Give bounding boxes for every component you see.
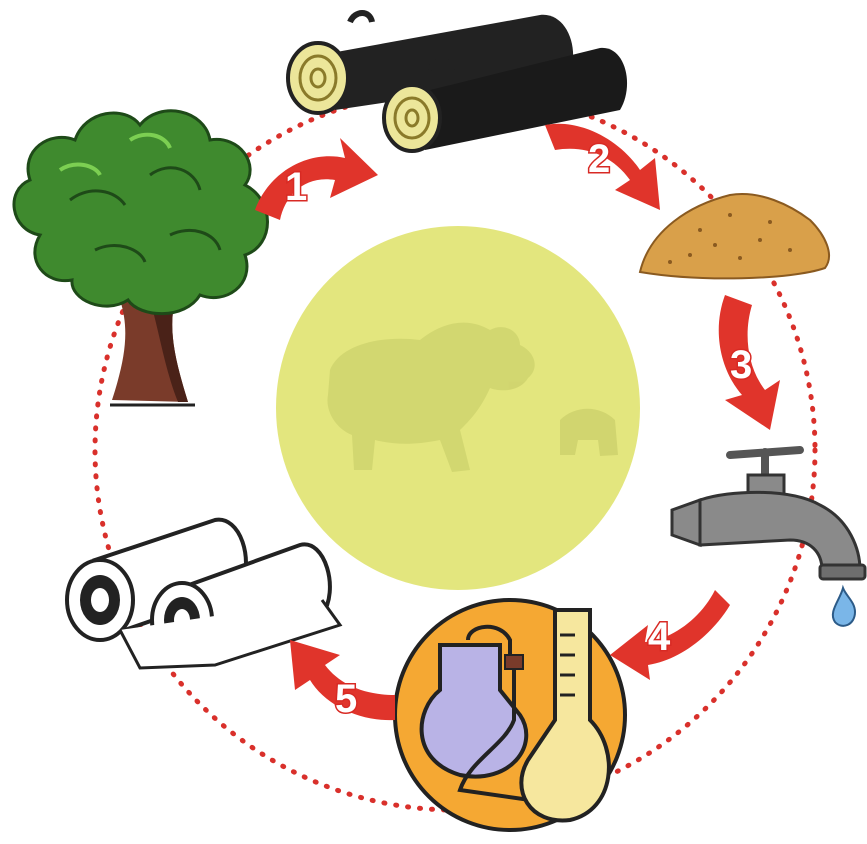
water-tap-icon [672,450,865,626]
arrow-step-3: 3 [719,295,780,430]
step-number-4: 4 [648,615,671,659]
arrow-step-5: 5 [290,640,395,721]
lab-flasks-icon [395,600,625,830]
step-number-3: 3 [730,343,752,387]
sawdust-icon [640,194,829,278]
arrow-step-2: 2 [545,124,660,210]
tree-icon [14,111,268,405]
water-drop-icon [833,588,855,626]
center-disc [276,226,640,590]
step-number-2: 2 [588,137,610,181]
step-number-5: 5 [335,677,357,721]
arrow-step-1: 1 [255,138,378,220]
step-number-1: 1 [285,165,307,209]
arrow-step-4: 4 [610,590,730,680]
